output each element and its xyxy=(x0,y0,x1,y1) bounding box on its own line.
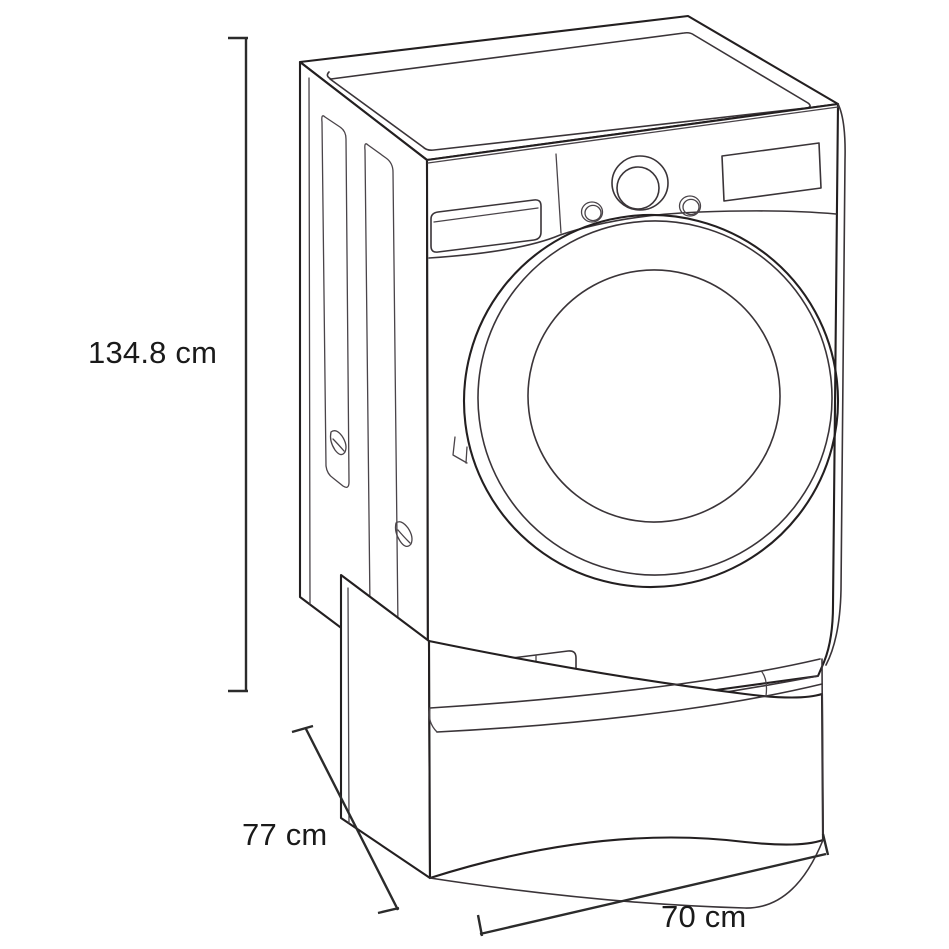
display-screen[interactable] xyxy=(721,142,822,202)
control-panel xyxy=(428,142,837,259)
dimension-width: 70 cm xyxy=(476,833,830,937)
door-hinge-notch xyxy=(452,436,468,464)
right-side-edge xyxy=(825,103,846,666)
control-panel-divider xyxy=(555,153,562,234)
door[interactable] xyxy=(443,194,860,609)
pedestal-handle-upper xyxy=(429,658,821,709)
left-side-edge-line xyxy=(308,77,311,605)
pedestal-left-side-edge xyxy=(347,587,350,824)
depth-dimension-label: 77 cm xyxy=(242,817,327,852)
top-panel-inset xyxy=(326,31,811,151)
door-glass-rim xyxy=(527,269,781,523)
pedestal[interactable] xyxy=(339,573,825,909)
detergent-drawer xyxy=(430,199,542,253)
button-left[interactable] xyxy=(584,204,602,222)
side-groove-front-indent xyxy=(394,521,413,548)
door-outer-bezel[interactable] xyxy=(443,194,860,609)
door-bezel-ring xyxy=(477,220,833,576)
side-groove-rear xyxy=(321,115,350,488)
height-dimension-label: 134.8 cm xyxy=(88,335,217,370)
pedestal-handle-right-end xyxy=(761,671,768,697)
appliance-body xyxy=(298,14,860,731)
pedestal-right-edge xyxy=(821,658,824,841)
button-right[interactable] xyxy=(682,198,700,216)
front-top-bevel xyxy=(427,106,839,164)
width-dimension-label: 70 cm xyxy=(661,899,746,934)
control-panel-bottom-edge xyxy=(428,210,837,259)
detergent-drawer-lip xyxy=(433,207,539,223)
side-groove-rear-indent-line xyxy=(332,438,345,452)
side-groove-rear-indent xyxy=(329,430,347,456)
dimension-height: 134.8 cm xyxy=(88,36,248,693)
width-dimension-line xyxy=(476,833,830,937)
pedestal-bottom-edge xyxy=(429,839,824,909)
control-dial-knob[interactable] xyxy=(616,166,660,210)
button-left-outer[interactable] xyxy=(580,201,604,223)
dimension-depth: 77 cm xyxy=(242,724,400,915)
side-groove-front-indent-line xyxy=(397,529,411,544)
pedestal-handle-left-end xyxy=(428,707,438,733)
depth-dimension-line xyxy=(291,724,400,915)
button-right-outer[interactable] xyxy=(678,195,702,217)
control-dial-outer-ring[interactable] xyxy=(611,155,669,211)
front-face xyxy=(425,102,840,731)
height-dimension-line xyxy=(228,36,248,693)
pedestal-handle-lower[interactable] xyxy=(436,683,823,733)
